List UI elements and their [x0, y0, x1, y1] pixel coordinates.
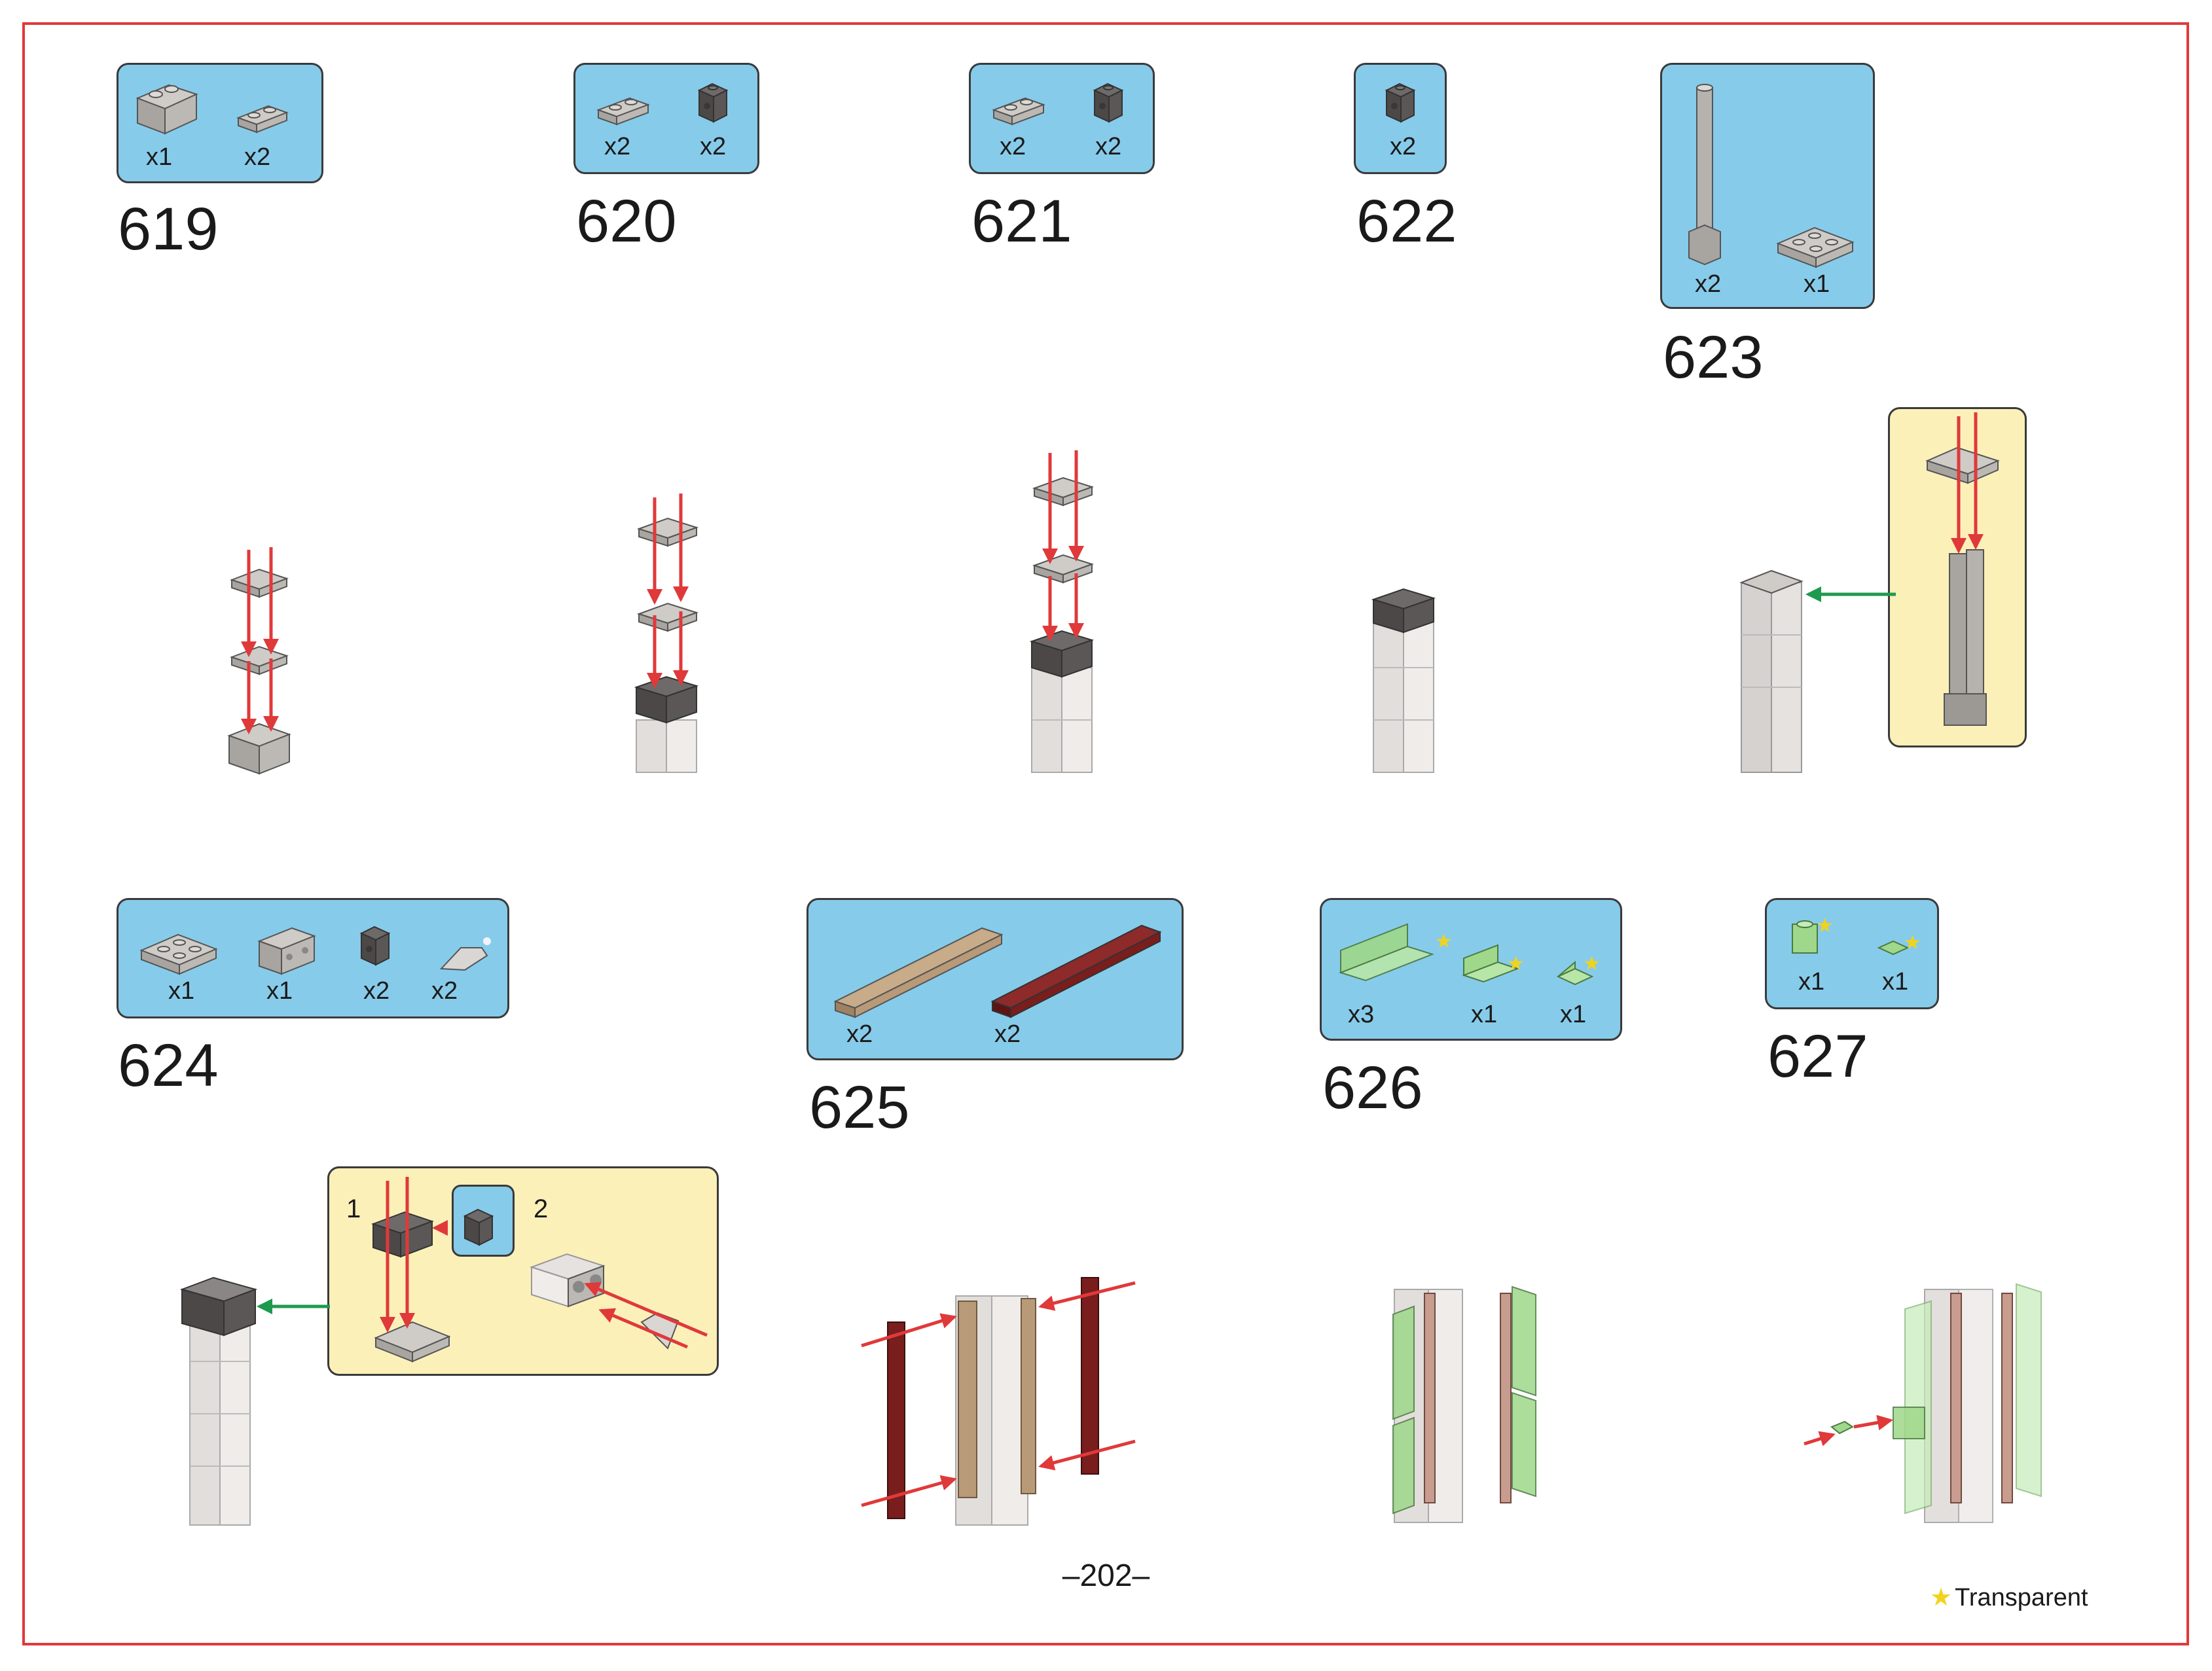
- build-622: [1371, 588, 1436, 773]
- plate-2x2-light-gray-icon: [1776, 226, 1855, 268]
- part-qty: x1: [1560, 1001, 1587, 1028]
- plate-1x2-light-gray-icon: [596, 97, 650, 126]
- step-number-626: 626: [1322, 1054, 1423, 1121]
- build-624: [179, 1276, 330, 1526]
- svg-text:★: ★: [1816, 914, 1834, 937]
- substep-number-2: 2: [534, 1195, 549, 1223]
- part-qty: x2: [1095, 133, 1122, 160]
- build-626: [1392, 1285, 1536, 1523]
- plate-1x2-light-gray-icon: [236, 105, 289, 134]
- build-619: [227, 547, 291, 775]
- page-border: [22, 22, 2189, 1645]
- brick-1x1-trans-green-icon: ★: [1792, 914, 1834, 954]
- part-qty: x1: [1882, 968, 1909, 996]
- step-number-619: 619: [118, 196, 219, 262]
- part-qty: x1: [168, 977, 195, 1005]
- brick-1x1-studs-dark-gray-icon: [1385, 82, 1416, 123]
- build-623: [1739, 569, 1896, 773]
- svg-text:★: ★: [1583, 952, 1601, 975]
- step-number-627: 627: [1768, 1023, 1868, 1090]
- callout-624-art: [371, 1177, 708, 1363]
- build-620: [634, 494, 699, 773]
- part-qty: x2: [1000, 133, 1026, 160]
- step-number-621: 621: [971, 188, 1072, 255]
- plate-1x2-light-gray-icon: [992, 97, 1045, 126]
- plate-2x2-light-gray-icon: [139, 933, 218, 975]
- part-qty: x1: [1804, 270, 1830, 298]
- part-qty: x2: [1695, 270, 1722, 298]
- part-qty: x2: [1390, 133, 1417, 160]
- build-621: [1029, 450, 1095, 773]
- step-number-622: 622: [1356, 188, 1457, 255]
- part-qty: x2: [244, 143, 271, 171]
- panel-1x1-trans-green-icon: ★: [1556, 952, 1601, 986]
- build-625: [861, 1277, 1136, 1526]
- tile-1x1-trans-green-icon: ★: [1877, 931, 1921, 956]
- step-number-623: 623: [1663, 324, 1764, 391]
- part-qty: x1: [266, 977, 293, 1005]
- plate-1x8-dark-red-icon: [990, 924, 1162, 1018]
- step-number-624: 624: [118, 1032, 219, 1099]
- brick-1x1-studs-dark-gray-icon: [697, 82, 729, 123]
- part-qty: x1: [146, 143, 173, 171]
- panel-1x2-trans-green-icon: ★: [1462, 944, 1525, 983]
- part-qty: x2: [994, 1020, 1021, 1048]
- step-number-625: 625: [809, 1074, 910, 1141]
- step-number-620: 620: [576, 188, 677, 255]
- part-qty: x2: [363, 977, 390, 1005]
- parts-list-625: x2 x2: [807, 898, 1184, 1060]
- brick-1x2-studs-light-gray-icon: [257, 927, 316, 975]
- part-qty: x1: [1471, 1001, 1498, 1028]
- part-qty: x2: [846, 1020, 873, 1048]
- svg-text:★: ★: [1904, 931, 1921, 954]
- bar-pillar-light-gray-icon: [1688, 84, 1721, 266]
- parts-list-620: x2 x2: [573, 63, 759, 174]
- part-qty: x3: [1348, 1001, 1375, 1028]
- part-qty: x2: [604, 133, 631, 160]
- transparent-legend: ★Transparent: [1930, 1583, 2088, 1612]
- plate-1x8-tan-icon: [833, 927, 1004, 1018]
- callout-623-art: [1925, 412, 2000, 726]
- brick-1x1-studs-dark-gray-icon: [359, 925, 391, 966]
- brick-1x1-studs-dark-gray-icon: [1093, 82, 1124, 123]
- legend-label: Transparent: [1955, 1584, 2088, 1611]
- parts-list-623: x2 x1: [1660, 63, 1875, 309]
- part-qty: x1: [1798, 968, 1825, 996]
- svg-text:★: ★: [1435, 930, 1453, 953]
- page-number: –202–: [1062, 1558, 1150, 1593]
- part-qty: x2: [431, 977, 458, 1005]
- substep-number-1: 1: [346, 1195, 361, 1223]
- part-qty: x2: [700, 133, 727, 160]
- panel-1x4-trans-green-icon: ★: [1339, 923, 1453, 982]
- build-627: [1804, 1283, 2042, 1523]
- brick-2x2-light-gray-icon: [136, 84, 198, 135]
- star-icon: ★: [1930, 1584, 1953, 1611]
- svg-text:★: ★: [1507, 952, 1525, 975]
- tooth-light-gray-icon: [439, 937, 491, 971]
